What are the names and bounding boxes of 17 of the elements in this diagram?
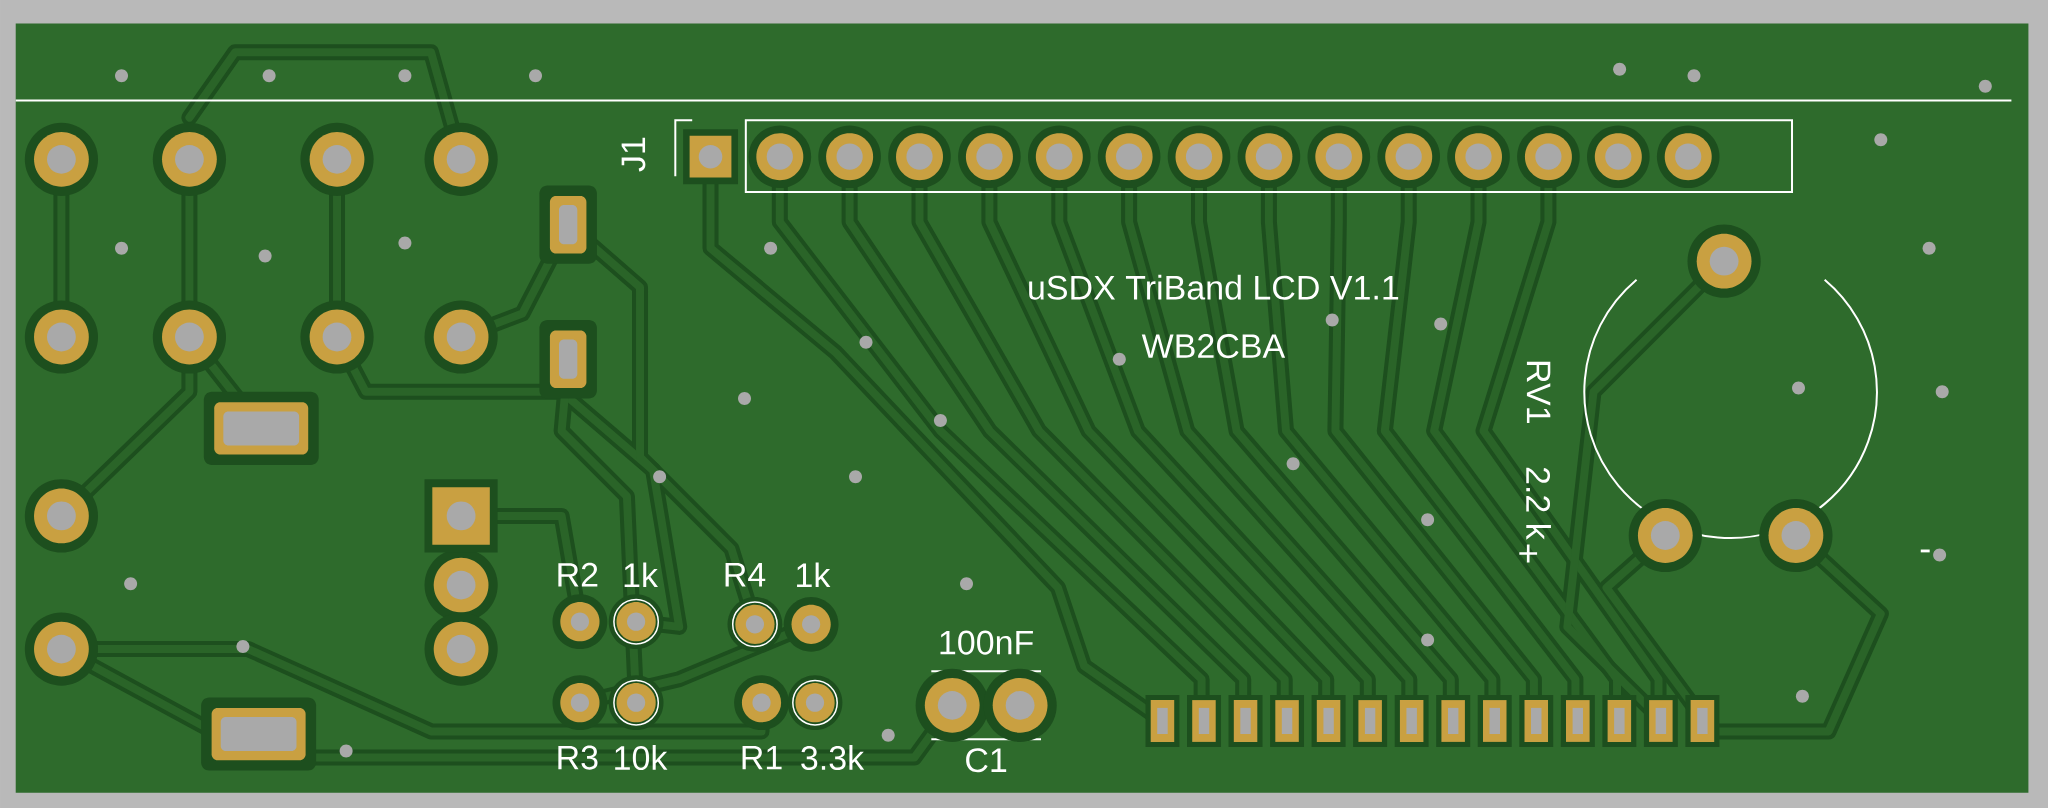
silkscreen-label: R4	[725, 563, 766, 587]
silkscreen-label: uSDX TriBand LCD V1.1	[1029, 274, 1399, 300]
silkscreen-label: 2.2 k	[1526, 467, 1551, 540]
silkscreen-label: R3	[558, 745, 598, 770]
silkscreen-label: 3.3k	[801, 745, 865, 771]
silkscreen-label: +	[1519, 544, 1538, 563]
silkscreen-label: WB2CBA	[1141, 334, 1286, 359]
silkscreen-label: 100nF	[940, 630, 1033, 655]
silkscreen-label: J1	[621, 137, 646, 172]
silkscreen-label: 1k	[624, 562, 658, 587]
silkscreen-label: R1	[742, 745, 782, 770]
silkscreen-label: R2	[558, 562, 598, 587]
silkscreen-label: -	[1920, 549, 1930, 553]
silkscreen-label: 1k	[797, 562, 831, 587]
silkscreen-label: RV1	[1526, 361, 1551, 423]
silkscreen-label: 10k	[615, 745, 668, 771]
silkscreen-label: C1	[966, 748, 1007, 773]
